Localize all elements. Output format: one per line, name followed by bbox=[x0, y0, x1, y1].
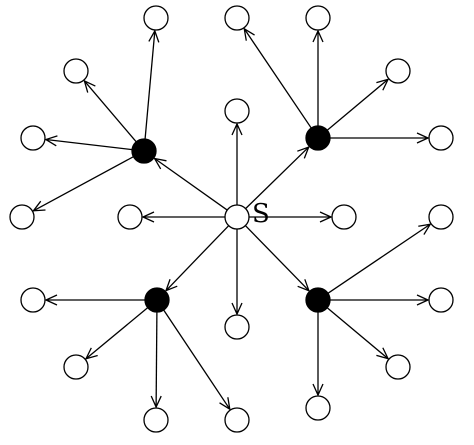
edge-BL-bl4 bbox=[163, 309, 231, 410]
arrowhead-TR-tr1 bbox=[243, 27, 255, 41]
open-node-bl1 bbox=[20, 287, 46, 313]
filled-node-BR bbox=[305, 287, 331, 313]
arrowhead-BR-br1 bbox=[418, 223, 432, 235]
open-node-tl2 bbox=[63, 58, 89, 84]
arrowhead-S-BL bbox=[164, 279, 178, 292]
open-node-sL bbox=[117, 204, 143, 230]
open-node-tr1 bbox=[224, 5, 250, 31]
arrowhead-TR-tr3 bbox=[376, 78, 390, 91]
open-node-sU bbox=[224, 98, 250, 124]
arrowhead-BR-br3 bbox=[376, 347, 390, 360]
edge-S-BR bbox=[244, 225, 310, 292]
arrowhead-S-sD bbox=[231, 302, 243, 316]
filled-node-TR bbox=[305, 125, 331, 151]
arrowhead-TR-tr2 bbox=[312, 29, 324, 43]
open-node-bl4 bbox=[224, 407, 250, 433]
open-node-sD bbox=[224, 314, 250, 340]
edge-BR-br3 bbox=[326, 307, 389, 360]
edge-S-TR bbox=[245, 146, 310, 210]
open-node-sR bbox=[331, 204, 357, 230]
open-node-br2 bbox=[428, 287, 454, 313]
arrowhead-BL-bl1 bbox=[44, 294, 58, 306]
open-node-tr2 bbox=[305, 5, 331, 31]
open-node-tl1 bbox=[143, 5, 169, 31]
open-node-tr4 bbox=[428, 125, 454, 151]
arrowhead-S-TL bbox=[153, 157, 167, 170]
edge-S-TL bbox=[154, 157, 228, 211]
edge-TL-tl1 bbox=[144, 30, 156, 140]
open-node-S bbox=[224, 204, 250, 230]
edge-TL-tl2 bbox=[83, 80, 137, 143]
open-node-bl3 bbox=[143, 407, 169, 433]
arrowhead-BL-bl3 bbox=[150, 395, 162, 409]
arrowhead-TL-tl3 bbox=[44, 135, 58, 147]
open-node-bl2 bbox=[63, 354, 89, 380]
arrowhead-S-BR bbox=[297, 279, 311, 292]
edges bbox=[32, 27, 432, 411]
arrowhead-TL-tl2 bbox=[83, 79, 96, 93]
edge-TR-tr1 bbox=[243, 28, 312, 129]
edge-BR-br1 bbox=[327, 223, 431, 294]
edge-TR-tr3 bbox=[326, 78, 389, 131]
arrowhead-BL-bl4 bbox=[219, 397, 231, 411]
arrowhead-S-sU bbox=[231, 122, 243, 136]
edge-TL-tl4 bbox=[33, 156, 134, 212]
open-node-br3 bbox=[385, 354, 411, 380]
source-label: S bbox=[252, 199, 270, 229]
edge-BL-bl2 bbox=[85, 307, 149, 360]
open-node-tl4 bbox=[9, 204, 35, 230]
edge-S-BL bbox=[165, 225, 230, 292]
open-node-br1 bbox=[428, 204, 454, 230]
arrowhead-TL-tl4 bbox=[32, 200, 46, 212]
arrowhead-S-sL bbox=[141, 211, 155, 223]
open-node-tr3 bbox=[385, 58, 411, 84]
open-node-br4 bbox=[305, 395, 331, 421]
arrowhead-S-sR bbox=[319, 211, 333, 223]
edge-BL-bl3 bbox=[155, 311, 158, 408]
arrowhead-BR-br2 bbox=[416, 294, 430, 306]
arrowhead-S-TR bbox=[297, 145, 310, 159]
filled-node-TL bbox=[131, 138, 157, 164]
arrowhead-TR-tr4 bbox=[416, 132, 430, 144]
open-node-tl3 bbox=[20, 125, 46, 151]
arrowhead-BR-br4 bbox=[312, 383, 324, 397]
filled-node-BL bbox=[144, 287, 170, 313]
nodes bbox=[9, 5, 454, 433]
arrowhead-TL-tl1 bbox=[148, 29, 160, 43]
arrowhead-BL-bl2 bbox=[84, 347, 98, 360]
edge-TL-tl3 bbox=[45, 138, 133, 151]
